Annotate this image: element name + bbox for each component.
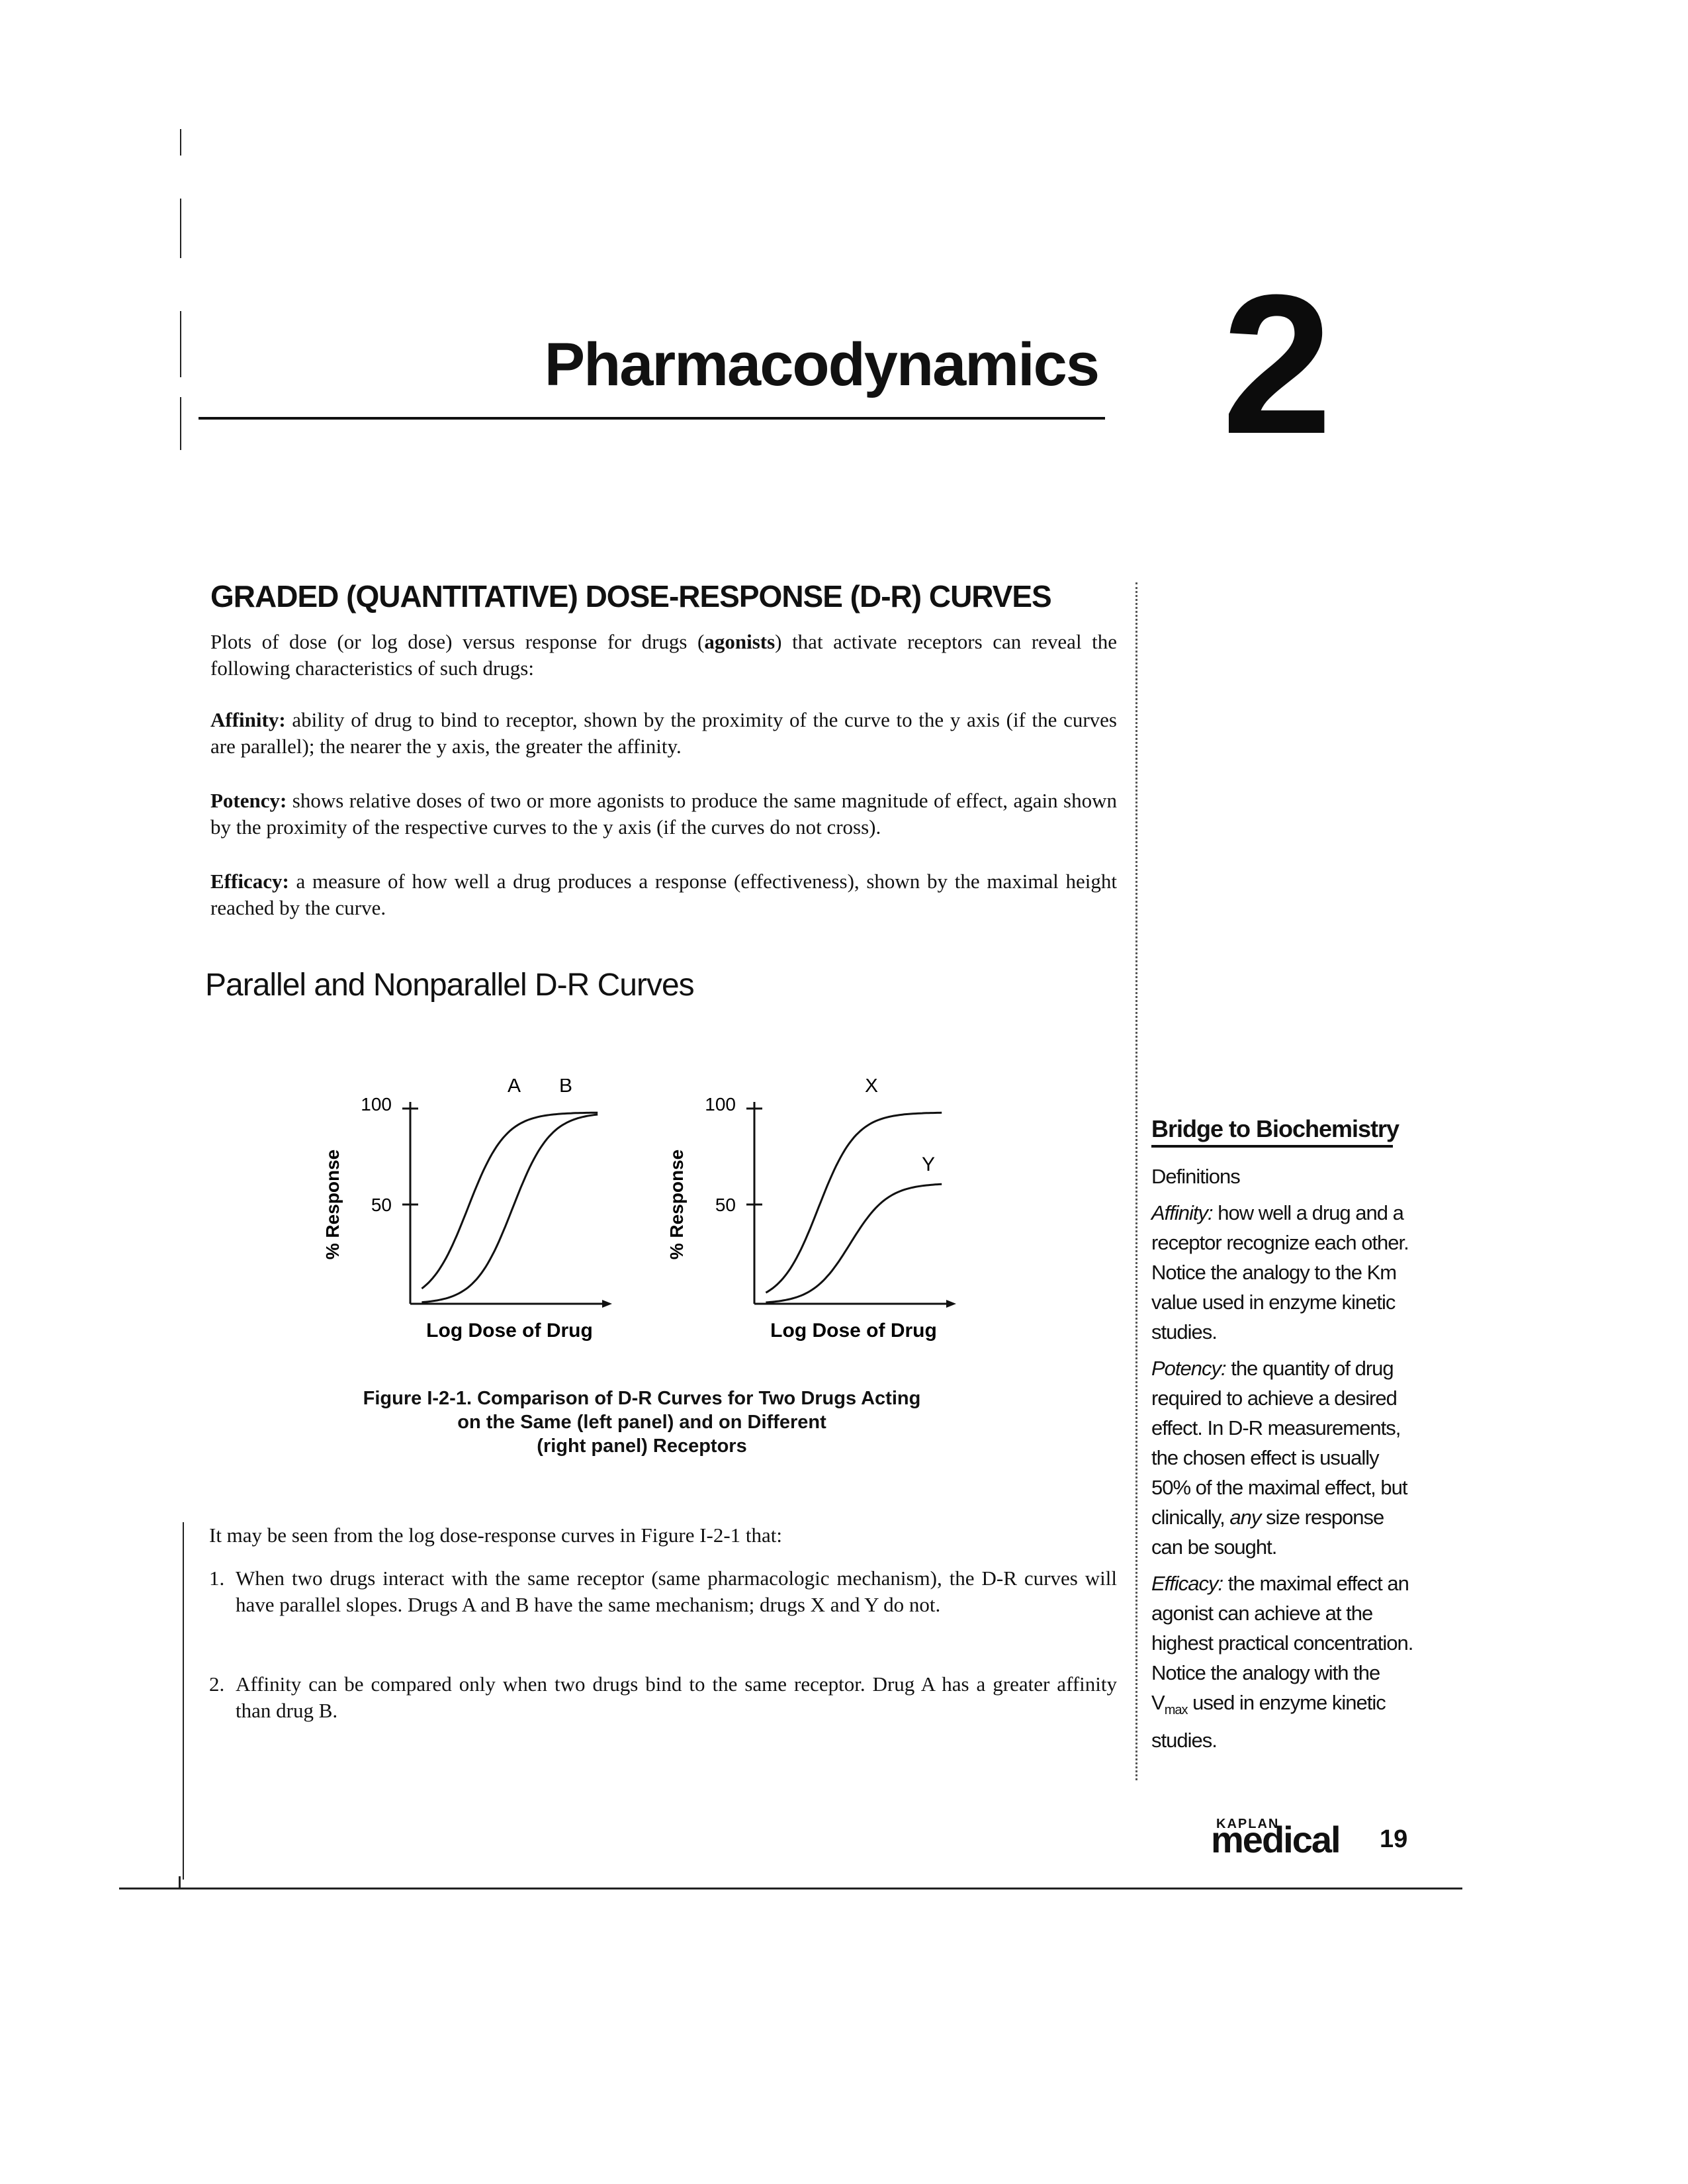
- x-axis-arrow: [946, 1300, 956, 1308]
- subheading: Parallel and Nonparallel D-R Curves: [205, 968, 695, 1003]
- sidebar-subtitle: Definitions: [1151, 1165, 1241, 1188]
- page-number: 19: [1380, 1825, 1408, 1853]
- list-item-text: Affinity can be compared only when two d…: [236, 1672, 1117, 1722]
- sidebar-potency: Potency: the quantity of drug required t…: [1151, 1357, 1407, 1559]
- figure-caption: Figure I-2-1. Comparison of D-R Curves f…: [311, 1387, 973, 1458]
- sidebar-title-underline: [1151, 1145, 1393, 1148]
- y-axis-label: % Response: [322, 1150, 343, 1260]
- scan-mark: [180, 397, 181, 450]
- curve-label-x: X: [865, 1079, 878, 1097]
- footer-rule-tick: [179, 1876, 181, 1889]
- x-axis-arrow: [602, 1300, 612, 1308]
- curve-a: [421, 1111, 598, 1290]
- list-item-number: 1.: [209, 1567, 225, 1590]
- curve-label-b: B: [559, 1079, 572, 1097]
- intro-paragraph: Plots of dose (or log dose) versus respo…: [210, 630, 1118, 680]
- list-item: 2. Affinity can be compared only when tw…: [209, 1671, 1117, 1724]
- chapter-title: Pharmacodynamics: [544, 331, 1100, 398]
- y-tick-label-100: 100: [361, 1094, 392, 1115]
- chapter-number: 2: [1222, 253, 1333, 475]
- list-item: 1. When two drugs interact with the same…: [209, 1565, 1117, 1618]
- curve-label-y: Y: [922, 1154, 935, 1175]
- definition-potency: Potency: shows relative doses of two or …: [210, 789, 1117, 839]
- publisher-logo: medical: [1211, 1819, 1341, 1860]
- list-item-number: 2.: [209, 1672, 225, 1696]
- chapter-title-rule: [199, 417, 1105, 420]
- figure-discussion-intro: It may be seen from the log dose-respons…: [209, 1524, 783, 1547]
- scan-mark: [183, 1522, 184, 1880]
- sidebar-content: Definitions Affinity: how well a drug an…: [1151, 1161, 1416, 1762]
- curve-group: XY: [765, 1075, 942, 1304]
- sidebar-divider: [1135, 582, 1137, 1780]
- scan-mark: [180, 199, 181, 258]
- scan-mark: [180, 311, 181, 377]
- definition-affinity: Affinity: ability of drug to bind to rec…: [210, 708, 1117, 758]
- curve-label-a: A: [508, 1079, 521, 1097]
- footer-rule: [119, 1888, 1462, 1889]
- figure-caption-line: Figure I-2-1. Comparison of D-R Curves f…: [363, 1388, 921, 1409]
- x-axis-label: Log Dose of Drug: [426, 1320, 593, 1342]
- sidebar-efficacy: Efficacy: the maximal effect an agonist …: [1151, 1572, 1413, 1752]
- section-heading: GRADED (QUANTITATIVE) DOSE-RESPONSE (D-R…: [210, 579, 1052, 614]
- sidebar-title: Bridge to Biochemistry: [1151, 1115, 1399, 1142]
- y-tick-label-50: 50: [715, 1195, 736, 1215]
- y-tick-label-50: 50: [371, 1195, 392, 1215]
- chart-right-svg: 100 50 % Response Log Dose of Drug XY: [666, 1075, 956, 1342]
- x-axis-label: Log Dose of Drug: [770, 1320, 937, 1342]
- y-axis-label: % Response: [666, 1150, 687, 1260]
- scan-mark: [180, 129, 181, 156]
- curve-x: [765, 1111, 942, 1294]
- curve-b: [422, 1113, 598, 1304]
- y-tick-label-100: 100: [705, 1094, 736, 1115]
- publisher-logo-small: KAPLAN: [1216, 1817, 1280, 1831]
- curve-y: [766, 1183, 942, 1304]
- figure-caption-line: (right panel) Receptors: [537, 1435, 747, 1457]
- definition-efficacy: Efficacy: a measure of how well a drug p…: [210, 870, 1117, 919]
- figure-caption-line: on the Same (left panel) and on Differen…: [457, 1412, 826, 1433]
- list-item-text: When two drugs interact with the same re…: [236, 1567, 1117, 1616]
- sidebar-affinity: Affinity: how well a drug and a receptor…: [1151, 1201, 1409, 1343]
